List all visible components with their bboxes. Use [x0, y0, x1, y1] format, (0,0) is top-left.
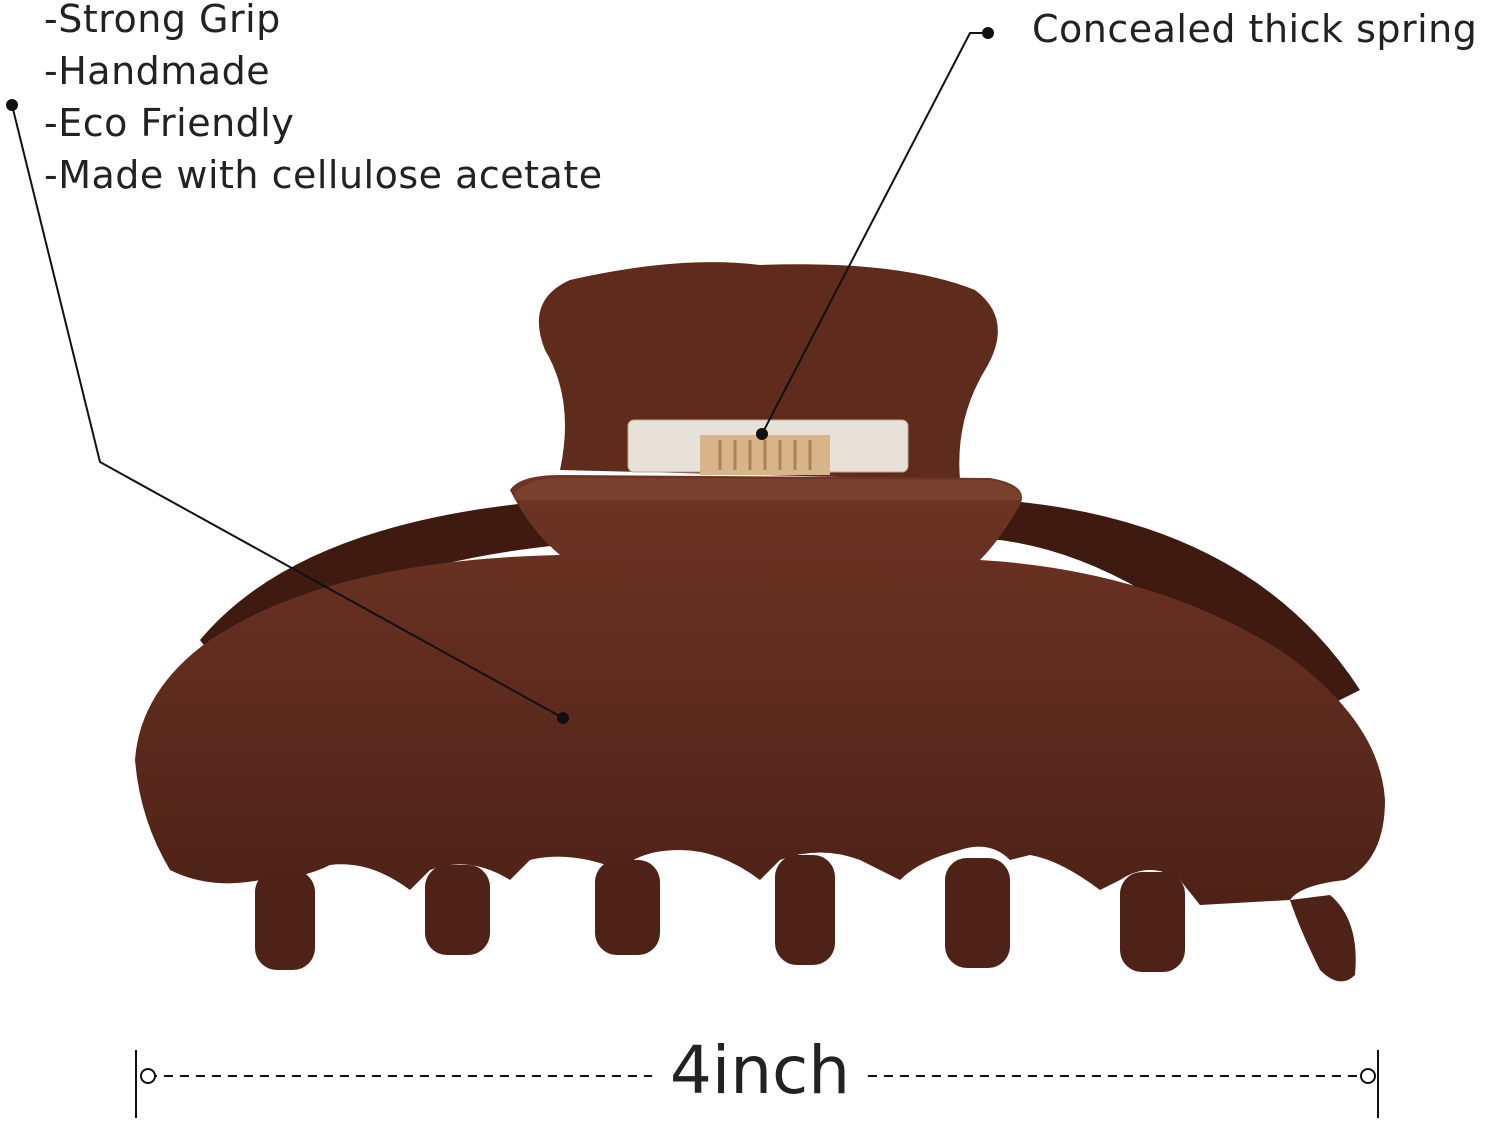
spring-icon	[627, 419, 909, 475]
feature-eco-friendly: -Eco Friendly	[44, 101, 295, 145]
callout-dot	[982, 27, 994, 39]
callout-dot	[756, 428, 768, 440]
spring-callout-label: Concealed thick spring	[1032, 7, 1478, 51]
callout-dot	[6, 99, 18, 111]
feature-strong-grip: -Strong Grip	[44, 0, 281, 41]
clip-teeth	[255, 855, 1356, 982]
clip-front-body	[135, 475, 1385, 905]
feature-handmade: -Handmade	[44, 49, 271, 93]
callout-dot	[557, 712, 569, 724]
callout-line-material	[11, 104, 564, 719]
clip-back-jaw	[200, 500, 1360, 720]
dimension-label: 4inch	[651, 1036, 869, 1106]
feature-material: -Made with cellulose acetate	[44, 153, 603, 197]
